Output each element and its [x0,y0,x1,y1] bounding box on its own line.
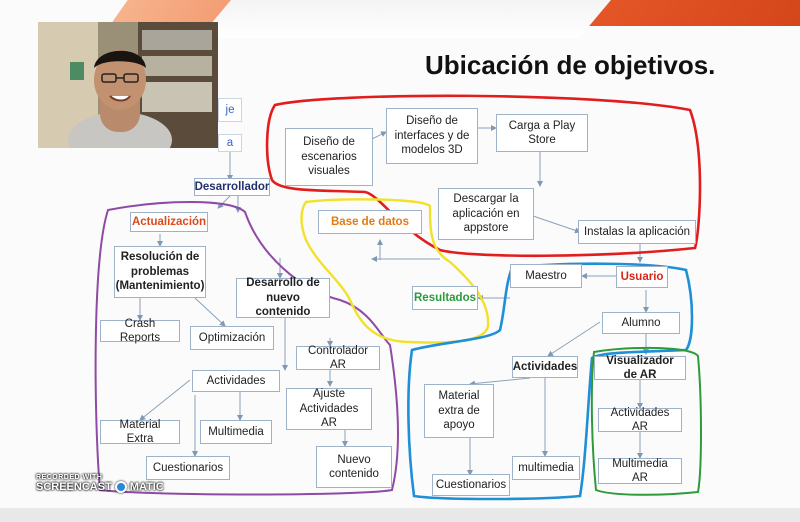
webcam-overlay [38,22,218,148]
node-material-extra: Material Extra [100,419,180,445]
node-maestro: Maestro [510,264,582,288]
node-cuestionarios-mid: Cuestionarios [432,474,510,496]
region-red-outline [265,94,702,258]
node-instalas-aplicacion: Instalas la aplicación [578,220,696,244]
screencast-logo-icon [114,481,127,493]
node-diseno-escenarios: Diseño de escenarios visuales [285,128,373,186]
region-yellow-outline [300,198,490,344]
node-actividades-left: Actividades [192,370,280,392]
node-visualizador-ar: Visualizador de AR [594,355,686,381]
node-diseno-interfaces: Diseño de interfaces y de modelos 3D [386,108,478,164]
node-carga-play-store: Carga a Play Store [496,114,588,152]
watermark-matic: MATIC [129,481,164,493]
node-descargar-aplicacion: Descargar la aplicación en appstore [438,188,534,240]
node-material-extra-apoyo: Material extra de apoyo [424,384,494,438]
partial-node-fragment: je [218,98,242,122]
watermark-screencast: SCREENCAST [36,481,112,493]
node-alumno: Alumno [602,312,680,334]
node-cuestionarios-left: Cuestionarios [146,456,230,480]
node-multimedia-ar: Multimedia AR [598,458,682,484]
node-multimedia-mid: multimedia [512,456,580,480]
node-actividades-ar: Actividades AR [598,407,682,433]
node-resultados: Resultados [412,286,478,310]
screencast-watermark: RECORDED WITH SCREENCAST MATIC [36,474,164,493]
node-crash-reports: Crash Reports [100,318,180,344]
watermark-recorded-with: RECORDED WITH [36,474,103,481]
bottom-strip [0,508,800,522]
node-optimizacion: Optimización [190,326,274,350]
node-actualizacion: Actualización [130,212,208,232]
node-nuevo-contenido: Nuevo contenido [316,446,392,488]
node-resolucion-problemas: Resolución de problemas (Mantenimiento) [114,246,206,298]
node-actividades-mid: Actividades [512,356,578,378]
node-ajuste-actividades-ar: Ajuste Actividades AR [286,388,372,430]
presenter-video [38,22,218,148]
region-blue-outline [407,262,694,501]
slide-title: Ubicación de objetivos. [425,50,716,80]
region-green-outline [590,346,702,496]
node-desarrollador: Desarrollador [194,178,270,196]
watermark-brand: SCREENCAST MATIC [36,481,164,493]
node-controlador-ar: Controlador AR [296,345,380,371]
node-base-de-datos: Base de datos [318,210,422,234]
node-multimedia-left: Multimedia [200,420,272,444]
node-usuario: Usuario [616,266,668,288]
region-purple-outline [94,201,399,496]
node-desarrollo-nuevo-contenido: Desarrollo de nuevo contenido [236,277,330,318]
partial-node-fragment-2: a [218,134,242,152]
